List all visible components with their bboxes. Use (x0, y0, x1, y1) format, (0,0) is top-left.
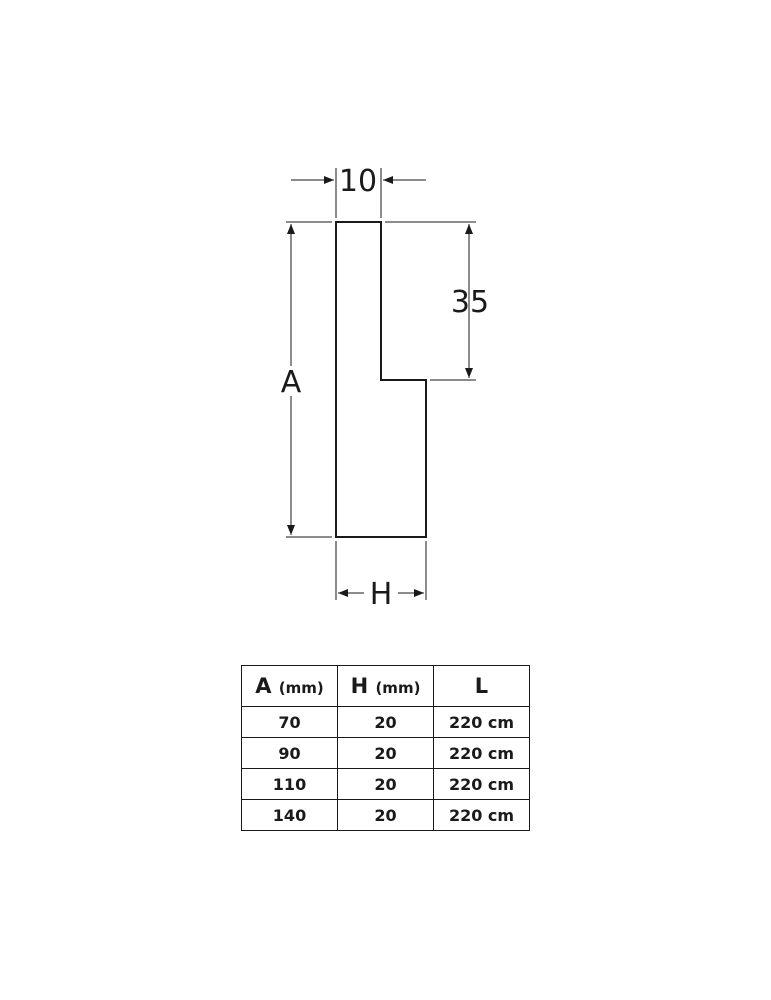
cell-h: 20 (337, 768, 434, 800)
table-row: 90 20 220 cm (241, 737, 530, 769)
header-l: L (433, 665, 530, 707)
cell-a: 110 (241, 768, 338, 800)
cell-a: 140 (241, 799, 338, 831)
header-h: H (mm) (337, 665, 434, 707)
header-a: A (mm) (241, 665, 338, 707)
label-step-height: 35 (451, 285, 489, 320)
dimension-total-height (286, 221, 332, 538)
table-row: 110 20 220 cm (241, 768, 530, 800)
label-total-height: A (281, 365, 302, 400)
cell-h: 20 (337, 799, 434, 831)
cell-a: 90 (241, 737, 338, 769)
cell-h: 20 (337, 737, 434, 769)
table-row: 70 20 220 cm (241, 706, 530, 738)
cell-l: 220 cm (433, 706, 530, 738)
dimensions-table: A (mm) H (mm) L 70 20 220 cm 90 20 220 c… (241, 665, 530, 831)
cell-a: 70 (241, 706, 338, 738)
cell-l: 220 cm (433, 737, 530, 769)
label-top-width: 10 (339, 164, 377, 199)
table-row: 140 20 220 cm (241, 799, 530, 831)
cell-l: 220 cm (433, 799, 530, 831)
table-header-row: A (mm) H (mm) L (241, 665, 530, 707)
dimension-top-width (291, 168, 426, 218)
label-base-width: H (370, 577, 393, 612)
cell-h: 20 (337, 706, 434, 738)
dimension-base-width (335, 541, 427, 600)
cell-l: 220 cm (433, 768, 530, 800)
profile-drawing: 10 35 A H (281, 164, 489, 612)
dimension-step-height (385, 221, 476, 381)
profile-outline (335, 221, 427, 538)
